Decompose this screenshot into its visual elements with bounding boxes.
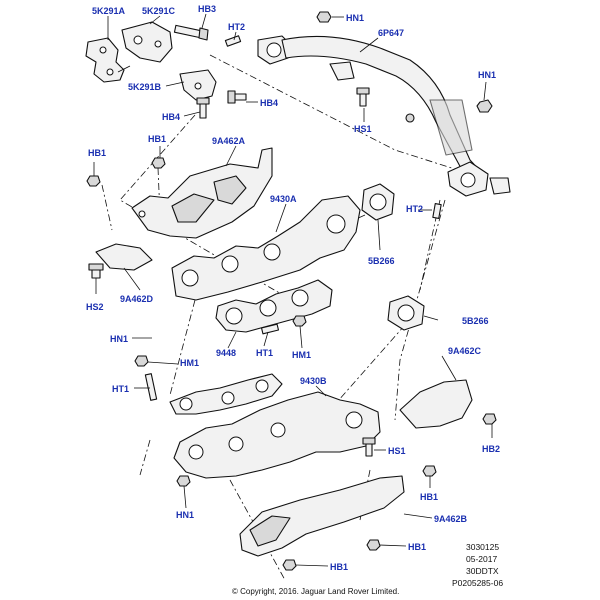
exhaust-pipe-6p647 <box>257 35 511 197</box>
callout-hn1-top: HN1 <box>346 13 364 23</box>
callout-5k291a: 5K291A <box>92 6 126 16</box>
screw-hs2 <box>88 263 104 279</box>
bracket-5k291c <box>121 21 173 63</box>
callout-hb1-e: HB1 <box>330 562 348 572</box>
screw-hs1-bottom <box>362 437 376 457</box>
callout-hm1-left: HM1 <box>180 358 199 368</box>
callout-hs1-bottom: HS1 <box>388 446 406 456</box>
bolt-hb1-a <box>151 157 166 169</box>
info-line-4: P0205285-06 <box>452 578 503 588</box>
callout-9a462a: 9A462A <box>212 136 246 146</box>
callout-9a462b: 9A462B <box>434 514 468 524</box>
callout-ht2-top: HT2 <box>228 22 245 32</box>
bracket-5k291a <box>85 37 131 83</box>
stud-ht1-mid <box>260 323 280 335</box>
nut-pipe-small <box>405 113 415 123</box>
callout-hb4-right: HB4 <box>260 98 278 108</box>
info-line-2: 05-2017 <box>466 554 497 564</box>
bolt-hb3 <box>173 24 209 41</box>
callout-5k291c: 5K291C <box>142 6 176 16</box>
callout-9430b: 9430B <box>300 376 327 386</box>
bolt-hb1-e <box>282 559 297 571</box>
callout-5b266-lower: 5B266 <box>462 316 489 326</box>
callout-hn1-mid: HN1 <box>110 334 128 344</box>
gasket-9448 <box>215 279 333 333</box>
nut-hm1-left <box>134 355 149 367</box>
callout-5b266-upper: 5B266 <box>368 256 395 266</box>
exhaust-manifold-9430a <box>171 195 361 301</box>
callout-hn1-right: HN1 <box>478 70 496 80</box>
bolt-hb4-left <box>196 97 210 119</box>
gasket-5b266-upper <box>361 183 395 221</box>
nut-hm1-right <box>292 315 307 327</box>
info-block: 3030125 05-2017 30DDTX P0205285-06 <box>452 542 503 588</box>
callout-labels: 5K291A 5K291C HB3 HT2 HN1 6P647 HN1 5K29… <box>86 4 500 572</box>
info-line-1: 3030125 <box>466 542 499 552</box>
callout-ht1-left: HT1 <box>112 384 129 394</box>
bolt-hb1-b <box>86 175 101 187</box>
stud-ht2-mid <box>432 203 442 219</box>
callout-9430a: 9430A <box>270 194 297 204</box>
callout-hb1-a: HB1 <box>148 134 166 144</box>
callout-9a462c: 9A462C <box>448 346 482 356</box>
callout-5k291b: 5K291B <box>128 82 162 92</box>
gasket-lower-strip <box>169 373 283 415</box>
screw-hs1-top <box>356 87 370 107</box>
gasket-5b266-lower <box>387 295 425 331</box>
stud-ht1-left <box>144 373 158 401</box>
callout-hs1-top: HS1 <box>354 124 372 134</box>
callout-hb1-b: HB1 <box>88 148 106 158</box>
callout-ht2-mid: HT2 <box>406 204 423 214</box>
callout-ht1-mid: HT1 <box>256 348 273 358</box>
callout-hb4-left: HB4 <box>162 112 180 122</box>
bolt-hb1-d <box>366 539 381 551</box>
callout-9448: 9448 <box>216 348 236 358</box>
heat-shield-9a462a <box>131 147 273 239</box>
info-line-3: 30DDTX <box>466 566 499 576</box>
stud-ht2-top <box>224 35 242 47</box>
nut-hn1-right <box>476 99 493 113</box>
heat-shield-9a462c <box>399 379 473 429</box>
bolt-hb4-right <box>227 90 247 104</box>
callout-hn1-bottom: HN1 <box>176 510 194 520</box>
heat-shield-9a462b <box>239 475 405 557</box>
bolt-hb1-c <box>422 465 437 477</box>
callout-hb1-c: HB1 <box>420 492 438 502</box>
copyright-notice: © Copyright, 2016. Jaguar Land Rover Lim… <box>232 587 399 596</box>
callout-9a462d: 9A462D <box>120 294 154 304</box>
callout-hb3: HB3 <box>198 4 216 14</box>
leader-lines <box>93 13 493 567</box>
callout-hb2: HB2 <box>482 444 500 454</box>
nut-hn1-bottom <box>176 475 191 487</box>
heat-shield-9a462d <box>95 243 153 271</box>
nut-hn1-top <box>316 11 332 23</box>
callout-hs2: HS2 <box>86 302 104 312</box>
callout-6p647: 6P647 <box>378 28 404 38</box>
callout-hm1-right: HM1 <box>292 350 311 360</box>
callout-hb1-d: HB1 <box>408 542 426 552</box>
bolt-hb2 <box>482 413 497 425</box>
bracket-5k291b <box>179 69 217 101</box>
